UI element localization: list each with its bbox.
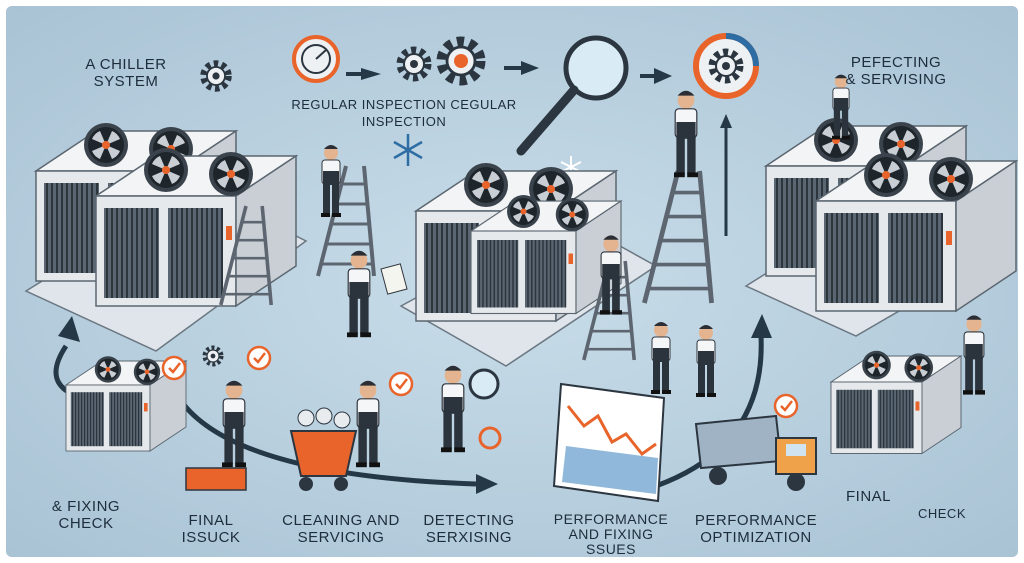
label-fixing-check: & FIXING CHECK (36, 498, 136, 532)
label-performance-opt-line1: PERFORMANCE (694, 512, 818, 529)
label-perfecting-line2: & SERVISING (845, 71, 947, 88)
label-performance-opt-line2: OPTIMIZATION (700, 529, 812, 546)
label-final-check: FINAL CHECK (836, 488, 976, 522)
label-performance-fixing-issues: PERFORMANCE AND FIXING SSUES (546, 512, 676, 557)
checkmark-icon (773, 393, 799, 419)
gauge-icon (693, 33, 759, 99)
label-final-issuck: FINAL ISSUCK (166, 512, 256, 546)
label-final-issuck-line2: ISSUCK (181, 529, 241, 546)
label-chiller-system: A CHILLER SYSTEM (66, 56, 186, 90)
snowflake-icon (393, 134, 423, 166)
truck-icon (694, 414, 817, 491)
label-chiller-system-line2: SYSTEM (93, 73, 159, 90)
flow-arrow-right-icon (476, 474, 498, 494)
label-chiller-system-line1: A CHILLER (85, 56, 167, 73)
label-performance-optimization: PERFORMANCE OPTIMIZATION (686, 512, 826, 546)
label-regular-inspection: REGULAR INSPECTION CEGULAR INSPECTION (291, 97, 517, 129)
cart-icon (289, 407, 358, 491)
line-chart-icon (552, 382, 666, 503)
label-cleaning-line2: SERVICING (297, 529, 385, 546)
label-fixing-check-line2: CHECK (58, 515, 114, 532)
infographic-canvas: A CHILLER SYSTEM REGULAR INSPECTION CEGU… (6, 6, 1018, 557)
label-fixing-check-line1: & FIXING (51, 498, 121, 515)
label-final-check-line1: FINAL (846, 488, 892, 505)
magnifier-icon (468, 368, 500, 400)
label-detecting-line2: SERXISING (425, 529, 513, 546)
checkmark-icon (388, 371, 414, 397)
label-perfecting-servising: PEFECTING & SERVISING (821, 54, 971, 88)
label-cleaning-line1: CLEANING AND (282, 512, 400, 529)
checkmark-icon (161, 355, 187, 381)
diagram-illustration (6, 6, 1018, 557)
label-performance-fixing-line1: PERFORMANCE (553, 511, 669, 527)
checkmark-icon (246, 345, 272, 371)
label-performance-fixing-line3: SSUES (586, 541, 636, 557)
label-performance-fixing-line2: AND FIXING (568, 526, 654, 542)
gauge-icon (292, 35, 340, 83)
label-final-issuck-line1: FINAL (188, 512, 234, 529)
label-detecting-line1: DETECTING (423, 512, 515, 529)
label-final-check-line2: CHECK (917, 506, 966, 521)
label-cleaning-servicing: CLEANING AND SERVICING (276, 512, 406, 546)
magnifier-icon (516, 35, 629, 156)
label-detecting-serxising: DETECTING SERXISING (414, 512, 524, 546)
label-perfecting-line1: PEFECTING (850, 54, 942, 71)
